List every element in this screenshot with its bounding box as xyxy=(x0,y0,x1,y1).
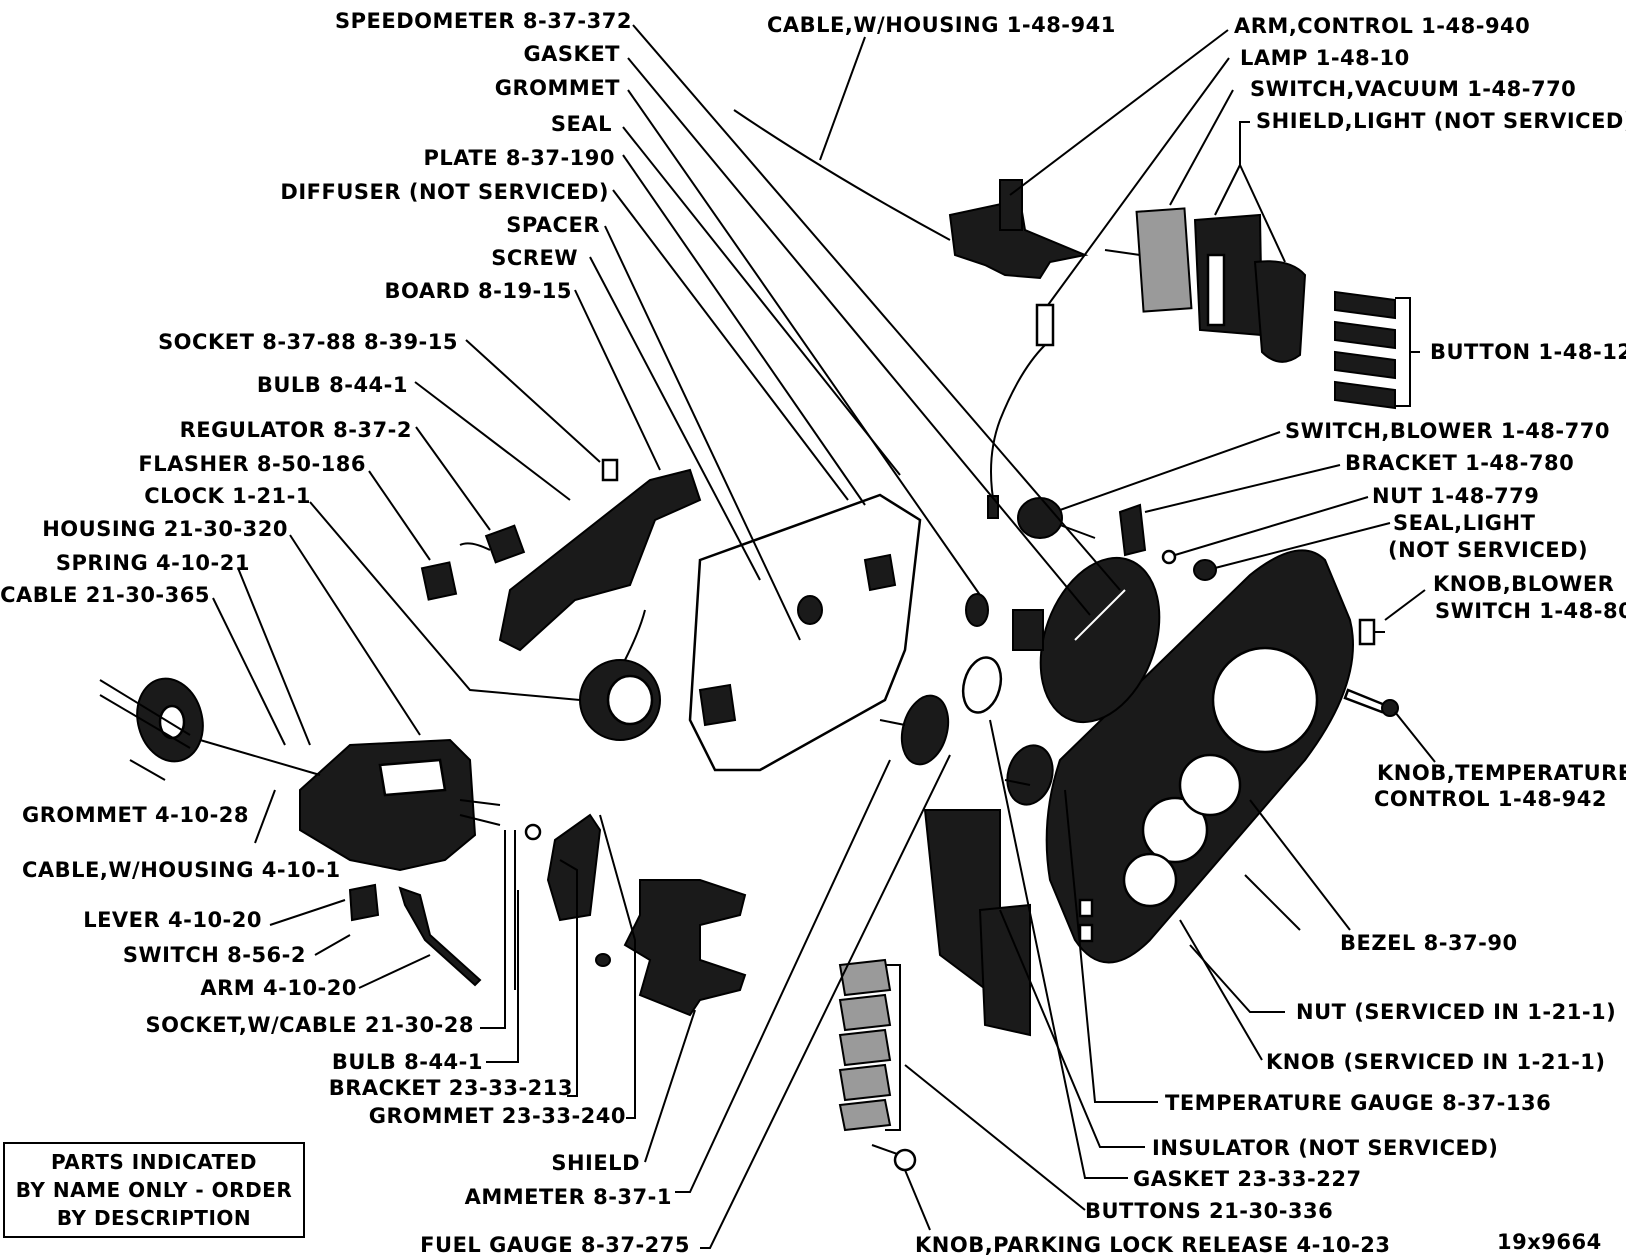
grommet-left-part xyxy=(99,677,204,763)
shield-light-part xyxy=(1193,213,1307,363)
knob-parking-part xyxy=(871,1144,917,1172)
lever-part xyxy=(348,883,380,922)
label-nut-right: NUT 1-48-779 xyxy=(1372,484,1539,508)
note-line-3: BY DESCRIPTION xyxy=(56,1206,252,1230)
label-grommet: GROMMET xyxy=(495,76,620,100)
label-shield: SHIELD xyxy=(551,1151,640,1175)
label-nut-serviced: NUT (SERVICED IN 1-21-1) xyxy=(1296,1000,1616,1024)
label-arm-control: ARM,CONTROL 1-48-940 xyxy=(1234,14,1530,38)
label-gasket: GASKET xyxy=(523,42,620,66)
label-bulb-top: BULB 8-44-1 xyxy=(257,373,408,397)
regulator-part xyxy=(459,524,526,564)
label-temp-gauge: TEMPERATURE GAUGE 8-37-136 xyxy=(1165,1091,1551,1115)
flasher-part xyxy=(420,561,458,601)
label-fuel-gauge: FUEL GAUGE 8-37-275 xyxy=(420,1233,690,1256)
label-cable-housing-left: CABLE,W/HOUSING 4-10-1 xyxy=(22,858,341,882)
label-board: BOARD 8-19-15 xyxy=(385,279,572,303)
note-line-1: PARTS INDICATED xyxy=(50,1150,258,1174)
label-spacer: SPACER xyxy=(506,213,600,237)
seal-light-part xyxy=(1193,559,1217,581)
arm-control-part xyxy=(948,179,1089,280)
label-seal: SEAL xyxy=(551,112,612,136)
grommet-bottom-part xyxy=(595,953,611,967)
label-switch-left: SWITCH 8-56-2 xyxy=(123,943,306,967)
buttons-bottom-part xyxy=(838,958,892,1132)
board-socket-part xyxy=(498,458,702,652)
nut-right-part xyxy=(1161,549,1177,565)
label-gasket-bottom: GASKET 23-33-227 xyxy=(1133,1167,1362,1191)
label-speedometer: SPEEDOMETER 8-37-372 xyxy=(335,9,632,33)
label-ammeter: AMMETER 8-37-1 xyxy=(465,1185,672,1209)
label-diffuser: DIFFUSER (NOT SERVICED) xyxy=(280,180,609,204)
label-arm-left: ARM 4-10-20 xyxy=(200,976,357,1000)
label-bezel: BEZEL 8-37-90 xyxy=(1340,931,1518,955)
speedometer-part xyxy=(1012,556,1161,724)
note-line-2: BY NAME ONLY - ORDER xyxy=(15,1178,293,1202)
label-socket: SOCKET 8-37-88 8-39-15 xyxy=(158,330,458,354)
label-bracket-right: BRACKET 1-48-780 xyxy=(1345,451,1574,475)
label-knob-temp-1: KNOB,TEMPERATURE xyxy=(1377,761,1626,785)
label-cable-housing-top: CABLE,W/HOUSING 1-48-941 xyxy=(767,13,1116,37)
label-seal-light-1: SEAL,LIGHT xyxy=(1393,511,1536,535)
clock-part xyxy=(579,609,661,741)
label-screw: SCREW xyxy=(491,246,578,270)
grommet-ring-part xyxy=(965,593,989,627)
label-regulator: REGULATOR 8-37-2 xyxy=(180,418,412,442)
housing-assembly-part xyxy=(299,738,501,872)
label-button: BUTTON 1-48-12 xyxy=(1430,340,1626,364)
label-lamp: LAMP 1-48-10 xyxy=(1240,46,1410,70)
insulator-part xyxy=(978,903,1031,1037)
label-seal-light-2: (NOT SERVICED) xyxy=(1388,538,1588,562)
label-grommet-bottom: GROMMET 23-33-240 xyxy=(369,1104,626,1128)
parts-note-box: PARTS INDICATED BY NAME ONLY - ORDER BY … xyxy=(3,1142,305,1238)
cable-housing-left-part xyxy=(199,739,321,776)
label-buttons: BUTTONS 21-30-336 xyxy=(1085,1199,1333,1223)
shield-bottom-part xyxy=(623,879,747,1017)
plate-board-part xyxy=(688,493,922,772)
part-illustrations xyxy=(99,109,1399,1172)
figure-code: 19x9664 xyxy=(1497,1230,1602,1254)
label-knob-blower-2: SWITCH 1-48-801 xyxy=(1435,599,1626,623)
knob-temperature-part xyxy=(1343,688,1399,717)
label-cable-left: CABLE 21-30-365 xyxy=(0,583,210,607)
label-knob-parking: KNOB,PARKING LOCK RELEASE 4-10-23 xyxy=(915,1233,1391,1256)
label-switch-vacuum: SWITCH,VACUUM 1-48-770 xyxy=(1250,77,1576,101)
label-knob-temp-2: CONTROL 1-48-942 xyxy=(1374,787,1607,811)
label-knob-blower-1: KNOB,BLOWER xyxy=(1433,572,1614,596)
label-knob-serviced: KNOB (SERVICED IN 1-21-1) xyxy=(1266,1050,1606,1074)
label-lever: LEVER 4-10-20 xyxy=(83,908,262,932)
label-plate: PLATE 8-37-190 xyxy=(424,146,615,170)
label-housing: HOUSING 21-30-320 xyxy=(42,517,288,541)
gauge-bodies-part xyxy=(879,656,1054,806)
socket-cable-part xyxy=(504,823,542,990)
bracket-right-part xyxy=(1118,503,1147,557)
buttons-top-part xyxy=(1334,290,1396,410)
cable-top-part xyxy=(733,109,951,241)
part-labels: SPEEDOMETER 8-37-372 GASKET GROMMET SEAL… xyxy=(0,9,1626,1256)
label-bracket-bottom: BRACKET 23-33-213 xyxy=(329,1076,573,1100)
lamp-part xyxy=(987,303,1055,519)
label-shield-light: SHIELD,LIGHT (NOT SERVICED) xyxy=(1256,109,1626,133)
label-spring: SPRING 4-10-21 xyxy=(56,551,250,575)
label-clock: CLOCK 1-21-1 xyxy=(144,484,311,508)
arm-left-part xyxy=(398,886,482,987)
knob-blower-part xyxy=(1358,618,1385,646)
blower-switch-part xyxy=(1017,497,1096,539)
vacuum-switch-part xyxy=(1104,207,1193,313)
label-bulb-bottom: BULB 8-44-1 xyxy=(332,1050,483,1074)
leader-lines xyxy=(129,24,1436,1249)
label-flasher: FLASHER 8-50-186 xyxy=(138,452,366,476)
label-grommet-left: GROMMET 4-10-28 xyxy=(22,803,249,827)
label-switch-blower: SWITCH,BLOWER 1-48-770 xyxy=(1285,419,1610,443)
bezel-part xyxy=(1045,549,1354,964)
label-socket-cable: SOCKET,W/CABLE 21-30-28 xyxy=(146,1013,474,1037)
label-insulator: INSULATOR (NOT SERVICED) xyxy=(1152,1136,1498,1160)
